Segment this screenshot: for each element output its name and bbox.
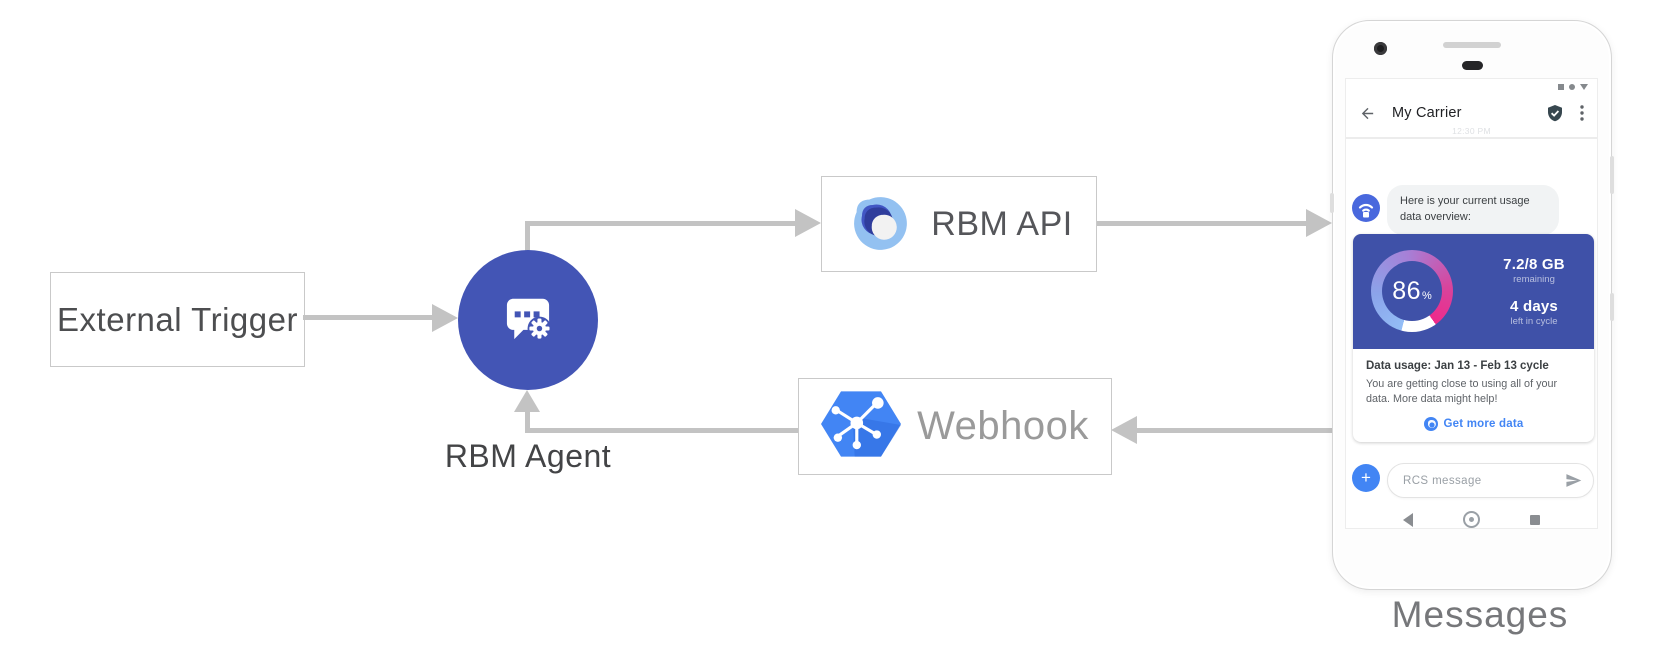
broadcast-wifi-icon [1352,194,1380,222]
compose-bar [1387,463,1594,498]
status-square-icon [1558,84,1564,90]
usage-gauge-value: 86% [1382,261,1442,321]
arrow-agent-to-api-vertical [525,223,530,251]
arrow-phone-to-webhook [1136,428,1332,433]
usage-card-body: You are getting close to using all of yo… [1366,378,1558,406]
usage-percent-sign: % [1422,289,1432,302]
arrow-webhook-to-agent-vertical [525,411,530,431]
usage-card-title: Data usage: Jan 13 - Feb 13 cycle [1366,360,1549,372]
usage-days-caption: left in cycle [1510,316,1558,327]
chat-bubble-gear-icon [495,285,561,356]
send-icon[interactable] [1565,472,1582,489]
nav-home-icon[interactable] [1463,511,1480,528]
arrowhead-agent-to-api [795,209,821,237]
arrow-agent-to-api-horizontal [525,221,796,226]
android-navbar [1346,509,1597,530]
usage-days: 4 days [1510,298,1558,315]
cloud-hexagon-icon [821,389,902,464]
power-button [1610,156,1614,194]
front-camera [1374,42,1387,55]
messages-caption: Messages [1391,594,1569,635]
rcs-message-input[interactable] [1388,464,1565,497]
rbm-api-label: RBM API [931,204,1073,243]
node-rbm-agent [458,250,598,390]
carrier-avatar [1352,194,1380,222]
usage-amount-caption: remaining [1513,274,1555,285]
usage-gauge: 86% [1371,250,1453,332]
arrow-external-to-agent [303,315,432,320]
back-arrow-icon[interactable] [1359,105,1376,122]
usage-percent: 86 [1392,276,1422,305]
phone-mockup: My Carrier 12:30 PM [1330,20,1614,590]
nav-back-icon[interactable] [1403,512,1413,527]
status-bar [1558,84,1588,90]
message-timestamp: 12:30 PM [1452,126,1491,136]
arrowhead-external-to-agent [432,304,458,332]
overflow-menu-icon[interactable] [1580,105,1584,121]
node-external-trigger: External Trigger [50,272,305,367]
usage-stats: 7.2/8 GB remaining 4 days left in cycle [1474,234,1594,349]
node-webhook: Webhook [798,378,1112,475]
node-rbm-api: RBM API [821,176,1097,272]
conversation-title: My Carrier [1392,105,1462,121]
earpiece-speaker [1443,42,1501,48]
arrowhead-webhook-to-agent [514,390,540,412]
message-bubble: Here is your current usage data overview… [1387,185,1559,235]
add-attachment-button[interactable]: + [1352,464,1380,492]
usage-rich-card: 86% 7.2/8 GB remaining 4 days left in cy… [1353,234,1594,443]
plus-icon: + [1361,468,1371,487]
status-dot-icon [1569,84,1575,90]
nav-recents-icon[interactable] [1530,514,1540,525]
verified-shield-icon[interactable] [1547,104,1563,122]
status-triangle-icon [1580,84,1588,90]
webhook-label: Webhook [917,404,1089,448]
rbm-api-logo-icon [845,188,913,261]
header-divider [1346,137,1597,139]
external-trigger-label: External Trigger [57,300,298,338]
volume-button [1610,293,1614,321]
rbm-agent-label: RBM Agent [444,438,612,474]
arrowhead-api-to-phone [1306,209,1332,237]
get-more-data-label: Get more data [1443,418,1524,431]
conversation-header: My Carrier [1346,97,1597,129]
arrow-api-to-phone [1095,221,1308,226]
usage-card-text: Data usage: Jan 13 - Feb 13 cycle You ar… [1353,349,1594,442]
arrow-webhook-to-agent-horizontal [525,428,798,433]
globe-icon [1423,417,1438,432]
sim-tray [1330,193,1334,213]
arrowhead-phone-to-webhook [1111,416,1137,444]
get-more-data-button[interactable]: Get more data [1366,417,1581,432]
usage-amount: 7.2/8 GB [1503,256,1565,273]
front-sensor [1462,61,1483,70]
phone-screen: My Carrier 12:30 PM [1345,78,1598,529]
usage-card-visual: 86% 7.2/8 GB remaining 4 days left in cy… [1353,234,1594,349]
